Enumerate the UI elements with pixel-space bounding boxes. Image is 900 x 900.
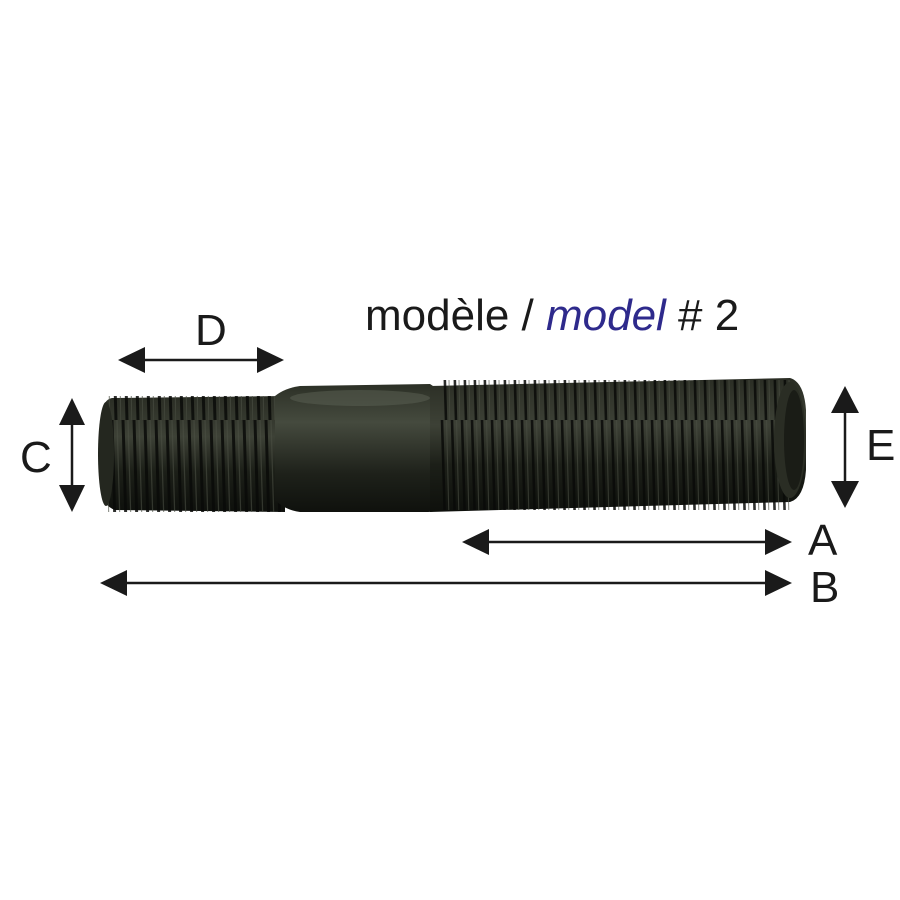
model-title-fr: modèle / [365, 291, 546, 340]
label-e: E [866, 421, 895, 470]
right-thread-grooves [440, 380, 790, 510]
shank-highlight [290, 390, 430, 406]
dimension-b-arrow [100, 570, 792, 596]
label-a: A [808, 516, 838, 565]
dimension-d-arrow [118, 347, 284, 373]
model-title: modèle / model # 2 [365, 291, 739, 340]
shank-section [275, 384, 442, 512]
dimension-a-arrow [462, 529, 792, 555]
label-d: D [195, 306, 227, 355]
model-title-number: # 2 [666, 291, 739, 340]
dimension-c-arrow [59, 398, 85, 512]
label-b: B [810, 563, 839, 612]
dimension-arrows [59, 347, 859, 596]
threaded-stud [98, 378, 806, 512]
model-title-en: model [546, 291, 667, 340]
right-tip-face [784, 390, 804, 490]
dimension-e-arrow [831, 386, 859, 508]
left-tip [98, 402, 114, 506]
label-c: C [20, 433, 52, 482]
left-thread-grooves [108, 396, 283, 512]
